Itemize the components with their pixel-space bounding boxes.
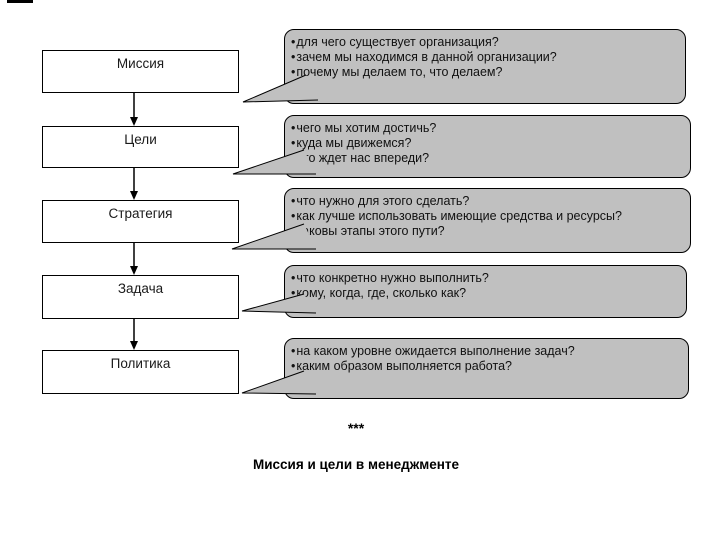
bullet-line: •что нужно для этого сделать? bbox=[291, 194, 682, 209]
callout-task: •что конкретно нужно выполнить? •кому, к… bbox=[284, 265, 691, 322]
callout-strategy: •что нужно для этого сделать? •как лучше… bbox=[284, 188, 695, 257]
bullet-text: каким образом выполняется работа? bbox=[296, 359, 512, 373]
bullet-marker: • bbox=[291, 194, 296, 208]
bullet-text: что ждет нас впереди? bbox=[296, 151, 430, 165]
flow-box-policy: Политика bbox=[42, 350, 239, 394]
bullet-text: что нужно для этого сделать? bbox=[296, 194, 470, 208]
bullet-marker: • bbox=[291, 224, 296, 238]
bullet-marker: • bbox=[291, 65, 296, 79]
callout-policy: •на каком уровне ожидается выполнение за… bbox=[284, 338, 693, 403]
bullet-line: •чего мы хотим достичь? bbox=[291, 121, 682, 136]
bullet-line: •зачем мы находимся в данной организации… bbox=[291, 50, 677, 65]
bullet-marker: • bbox=[291, 344, 296, 358]
bullet-text: зачем мы находимся в данной организации? bbox=[296, 50, 557, 64]
bullet-line: •на каком уровне ожидается выполнение за… bbox=[291, 344, 680, 359]
flow-box-task-label: Задача bbox=[117, 281, 164, 296]
flow-box-strategy-label: Стратегия bbox=[108, 206, 173, 221]
bullet-text: каковы этапы этого пути? bbox=[296, 224, 445, 238]
footnote-stars: *** bbox=[347, 420, 365, 436]
bullet-marker: • bbox=[291, 271, 296, 285]
bullet-marker: • bbox=[291, 35, 296, 49]
bullet-text: на каком уровне ожидается выполнение зад… bbox=[296, 344, 575, 358]
flow-box-goals-label: Цели bbox=[124, 132, 157, 147]
flow-box-strategy: Стратегия bbox=[42, 200, 239, 243]
bullet-text: куда мы движемся? bbox=[296, 136, 412, 150]
bullet-marker: • bbox=[291, 136, 296, 150]
bullet-line: •как лучше использовать имеющие средства… bbox=[291, 209, 682, 224]
callout-goals: •чего мы хотим достичь? •куда мы движемс… bbox=[284, 115, 695, 182]
bullet-text: для чего существует организация? bbox=[296, 35, 499, 49]
bullet-text: кому, когда, где, сколько как? bbox=[296, 286, 467, 300]
arrow-task-to-policy bbox=[130, 319, 138, 350]
top-left-mark bbox=[7, 0, 33, 3]
bullet-text: что конкретно нужно выполнить? bbox=[296, 271, 489, 285]
bullet-marker: • bbox=[291, 209, 296, 223]
bullet-marker: • bbox=[291, 50, 296, 64]
bullet-line: •каковы этапы этого пути? bbox=[291, 224, 682, 239]
flow-box-policy-label: Политика bbox=[110, 356, 171, 371]
arrow-strategy-to-task bbox=[130, 243, 138, 275]
bullet-line: •для чего существует организация? bbox=[291, 35, 677, 50]
bullet-marker: • bbox=[291, 359, 296, 373]
bullet-line: •куда мы движемся? bbox=[291, 136, 682, 151]
slide-title: Миссия и цели в менеджменте bbox=[252, 457, 460, 472]
flow-box-goals: Цели bbox=[42, 126, 239, 168]
flow-box-mission-label: Миссия bbox=[116, 56, 165, 71]
bullet-line: •что конкретно нужно выполнить? bbox=[291, 271, 678, 286]
bullet-line: •кому, когда, где, сколько как? bbox=[291, 286, 678, 301]
flow-box-task: Задача bbox=[42, 275, 239, 319]
bullet-line: •что ждет нас впереди? bbox=[291, 151, 682, 166]
bullet-marker: • bbox=[291, 151, 296, 165]
bullet-marker: • bbox=[291, 121, 296, 135]
arrow-mission-to-goals bbox=[130, 93, 138, 126]
bullet-marker: • bbox=[291, 286, 296, 300]
flow-box-mission: Миссия bbox=[42, 50, 239, 93]
arrow-goals-to-strategy bbox=[130, 168, 138, 200]
bullet-text: почему мы делаем то, что делаем? bbox=[296, 65, 503, 79]
bullet-text: чего мы хотим достичь? bbox=[296, 121, 437, 135]
bullet-text: как лучше использовать имеющие средства … bbox=[296, 209, 622, 223]
callout-mission: •для чего существует организация? •зачем… bbox=[284, 29, 690, 108]
bullet-line: •почему мы делаем то, что делаем? bbox=[291, 65, 677, 80]
bullet-line: •каким образом выполняется работа? bbox=[291, 359, 680, 374]
